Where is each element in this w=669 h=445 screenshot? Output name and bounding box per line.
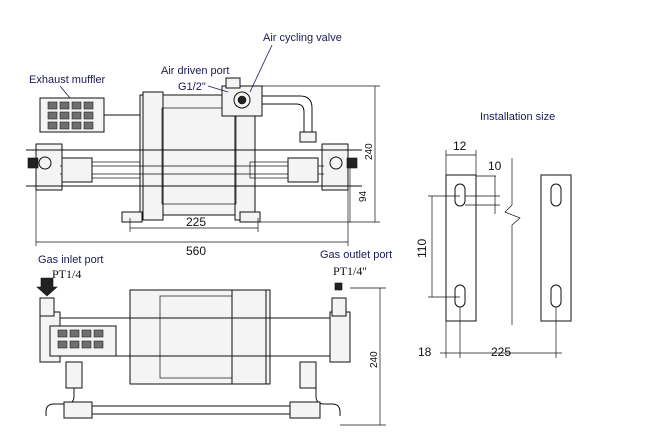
installation-size-label: Installation size <box>480 111 555 123</box>
air-port-thread-label: G1/2" <box>178 81 206 93</box>
front-view <box>26 77 380 246</box>
gas-inlet-port-label: Gas inlet port <box>38 254 103 266</box>
front-height-dimension: 240 <box>364 143 375 160</box>
gas-outlet-port-label: Gas outlet port <box>320 249 392 261</box>
top-height-dimension: 240 <box>369 351 380 368</box>
install-slot-dimension: 10 <box>488 159 502 173</box>
air-driven-port-label: Air driven port <box>161 65 229 77</box>
install-spacing-dimension: 225 <box>491 345 511 359</box>
installation-view <box>428 150 572 358</box>
install-width-dimension: 12 <box>453 139 467 153</box>
exhaust-muffler-label: Exhaust muffler <box>29 74 106 86</box>
install-vertical-dimension: 110 <box>415 239 429 258</box>
front-center-height-dimension: 94 <box>358 190 369 202</box>
gas-outlet-thread-label: PT1/4'' <box>333 264 367 278</box>
install-edge-dimension: 18 <box>418 345 432 359</box>
front-overall-length-dimension: 560 <box>186 244 206 258</box>
air-cycling-valve-label: Air cycling valve <box>263 32 342 44</box>
front-mount-spacing-dimension: 225 <box>186 215 206 229</box>
top-view <box>36 277 386 426</box>
gas-inlet-thread-label: PT1/4 <box>52 267 81 281</box>
